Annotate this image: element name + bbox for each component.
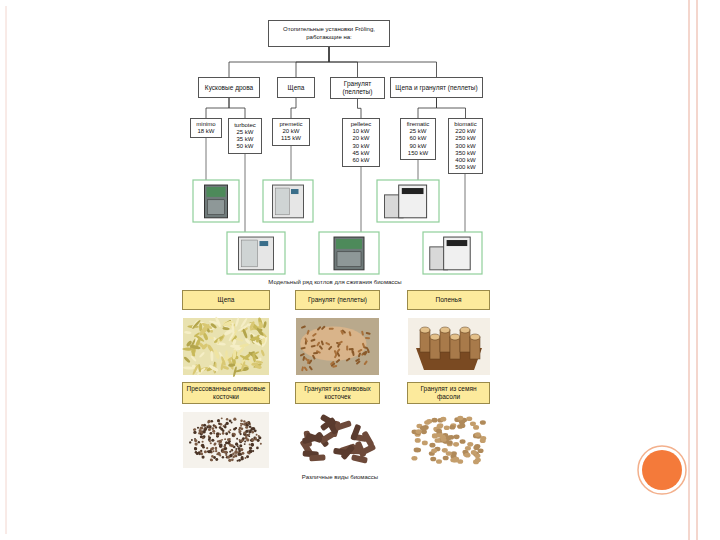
biomass-photo <box>408 412 490 468</box>
boiler-photo <box>319 232 379 274</box>
node-text: 45 kW <box>346 150 376 157</box>
node-text: 50 kW <box>232 143 258 150</box>
node-title: minimo <box>194 121 218 128</box>
node-title: Кусковые дрова <box>202 84 256 92</box>
node-title: premetic <box>276 121 306 128</box>
tree-connector <box>206 98 229 118</box>
caption: Различные виды биомассы <box>240 474 440 481</box>
model-box: premetic20 kW115 kW <box>272 118 310 146</box>
node-text: 220 kW <box>452 128 479 135</box>
node-text: 10 kW <box>346 128 376 135</box>
biomass-photos <box>182 316 490 468</box>
model-box: minimo18 kW <box>190 118 222 138</box>
node-title: Гранулят из семян фасоли <box>411 385 486 401</box>
node-text: 20 kW <box>276 128 306 135</box>
biomass-box: Гранулят (пеллеты) <box>295 290 380 310</box>
biomass-box: Поленья <box>407 290 490 310</box>
node-title: Гранулят (пеллеты) <box>299 296 376 304</box>
biomass-photo <box>182 316 269 377</box>
model-box: turbotec25 kW35 kW50 kW <box>228 118 262 154</box>
node-text: 60 kW <box>346 157 376 164</box>
node-text: 60 kW <box>404 135 432 142</box>
tree-connector <box>418 98 437 118</box>
node-title: pelletec <box>346 121 376 128</box>
node-title: turbotec <box>232 122 258 129</box>
node-text: 500 kW <box>452 164 479 171</box>
node-title: firematic <box>404 121 432 128</box>
biomass-box: Прессованные оливковые косточки <box>182 382 270 404</box>
top-box: Отопительные установки Fröling, работающ… <box>268 20 390 47</box>
node-text: 30 kW <box>346 143 376 150</box>
decor-circle <box>638 446 686 494</box>
tree-connector <box>229 47 329 77</box>
node-text: 35 kW <box>232 136 258 143</box>
node-text: 25 kW <box>232 129 258 136</box>
boiler-photos <box>193 180 482 274</box>
biomass-box: Щепа <box>182 290 270 310</box>
figure-label: Модельный ряд котлов для сжигания биомас… <box>230 279 440 286</box>
biomass-box: Гранулят из семян фасоли <box>407 382 490 404</box>
slide-border <box>696 0 698 540</box>
node-title: Отопительные установки Fröling, работающ… <box>272 26 386 40</box>
boiler-photo <box>263 180 313 222</box>
tree-connector <box>229 98 245 118</box>
node-title: Прессованные оливковые косточки <box>186 385 266 401</box>
decor-circle <box>642 450 682 490</box>
node-text: 300 kW <box>452 143 479 150</box>
tree-connector <box>296 47 329 77</box>
category-box: Кусковые дрова <box>198 77 260 98</box>
node-title: Гранулят (пеллеты) <box>334 80 381 96</box>
node-text: 20 kW <box>346 135 376 142</box>
biomass-photo <box>408 318 490 375</box>
category-box: Гранулят (пеллеты) <box>330 77 385 99</box>
biomass-photo <box>296 318 379 375</box>
node-title: Гранулят из сливовых косточек <box>299 385 376 401</box>
tree-connector <box>329 47 437 77</box>
node-text: 250 kW <box>452 135 479 142</box>
tree-connector <box>291 98 296 118</box>
model-box: biomatic220 kW250 kW300 kW350 kW400 kW50… <box>448 118 483 174</box>
category-box: Щепа <box>277 77 315 98</box>
node-title: Щепа и гранулят (пеллеты) <box>394 84 479 92</box>
node-text: 90 kW <box>404 143 432 150</box>
node-text: 25 kW <box>404 128 432 135</box>
boiler-photo <box>423 232 482 274</box>
category-box: Щепа и гранулят (пеллеты) <box>390 77 483 98</box>
node-title: Поленья <box>411 296 486 304</box>
node-text: 350 kW <box>452 150 479 157</box>
node-text: 18 kW <box>194 128 218 135</box>
slide-border <box>688 0 690 540</box>
node-text: 150 kW <box>404 150 432 157</box>
leader-lines <box>206 125 465 232</box>
slide-border <box>6 6 7 534</box>
biomass-box: Гранулят из сливовых косточек <box>295 382 380 404</box>
node-title: biomatic <box>452 121 479 128</box>
boiler-photo <box>227 232 285 274</box>
node-title: Щепа <box>281 84 311 92</box>
biomass-photo <box>296 412 379 468</box>
node-text: 115 kW <box>276 135 306 142</box>
model-box: pelletec10 kW20 kW30 kW45 kW60 kW <box>342 118 380 167</box>
model-box: firematic25 kW60 kW90 kW150 kW <box>400 118 436 160</box>
boiler-photo <box>193 180 239 222</box>
tree-connector <box>358 99 362 118</box>
node-text: 400 kW <box>452 157 479 164</box>
node-title: Щепа <box>186 296 266 304</box>
tree-connector <box>437 98 466 118</box>
boiler-photo <box>377 180 439 222</box>
biomass-photo <box>183 412 269 468</box>
